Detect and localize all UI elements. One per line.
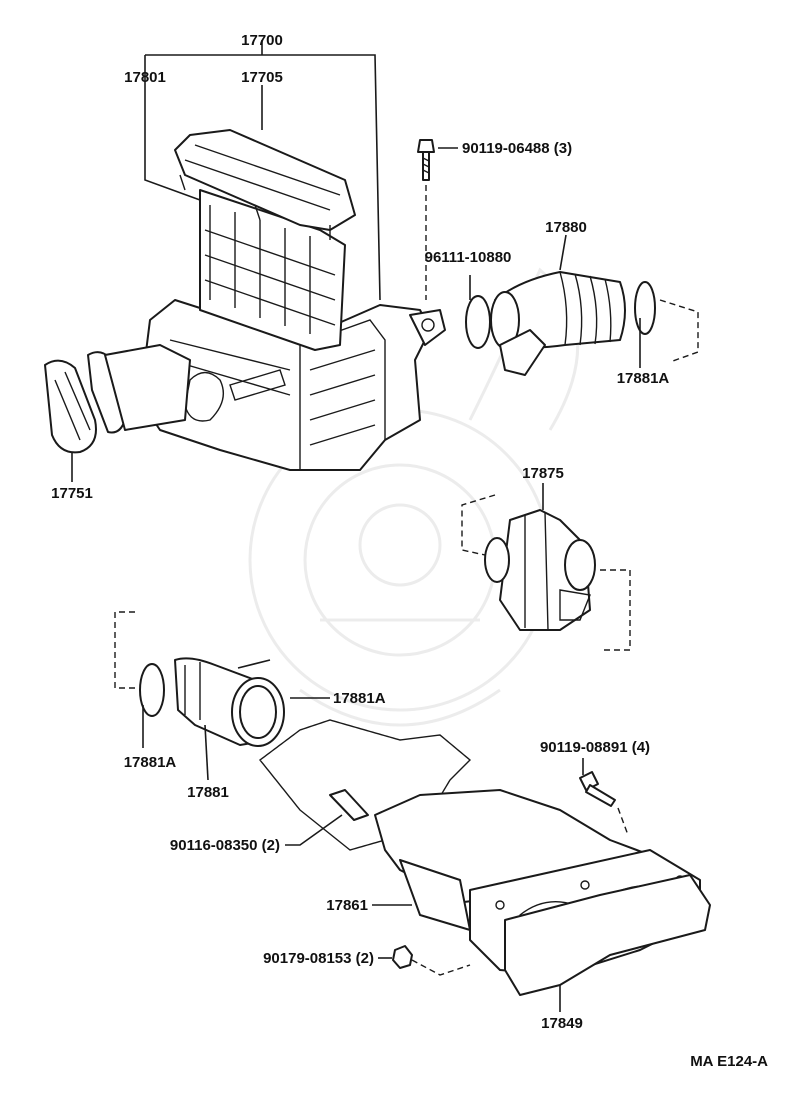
label-hose-upper: 17880 — [545, 219, 587, 236]
label-gasket: 17849 — [541, 1015, 583, 1032]
lower-hose — [114, 611, 330, 781]
label-case-cap: 17705 — [241, 69, 283, 86]
nut — [378, 945, 471, 976]
air-cleaner-case — [139, 299, 446, 471]
air-cleaner-cap — [174, 129, 356, 240]
assy-bracket — [71, 40, 381, 482]
bolt-top — [417, 139, 458, 300]
upper-hose — [465, 234, 699, 376]
bolt-lower — [579, 758, 629, 836]
label-hose-lower: 17881 — [187, 784, 229, 801]
resonator — [461, 483, 631, 651]
label-stud: 90116-08350 (2) — [170, 837, 280, 854]
label-clamp-lower-right: 17881A — [333, 690, 386, 707]
label-clamp-upper-right: 17881A — [617, 370, 670, 387]
label-resonator: 17875 — [522, 465, 564, 482]
label-inlet: 17751 — [51, 485, 93, 502]
label-nut: 90179-08153 (2) — [263, 950, 374, 967]
label-bolt-top: 90119-06488 (3) — [462, 140, 572, 157]
figure-code: MA E124-A — [690, 1053, 768, 1070]
gasket — [504, 874, 711, 1012]
label-air-connector: 17861 — [326, 897, 368, 914]
stud — [285, 789, 369, 846]
label-bolt-lower: 90119-08891 (4) — [540, 739, 650, 756]
inlet-duct — [44, 344, 191, 454]
air-cleaner-element — [199, 189, 346, 351]
label-air-cleaner-assy: 17700 — [241, 32, 283, 49]
label-clamp-lower-left: 17881A — [124, 754, 177, 771]
label-element: 17801 — [124, 69, 166, 86]
label-hose-clamp-upper: 96111-10880 — [425, 249, 512, 266]
